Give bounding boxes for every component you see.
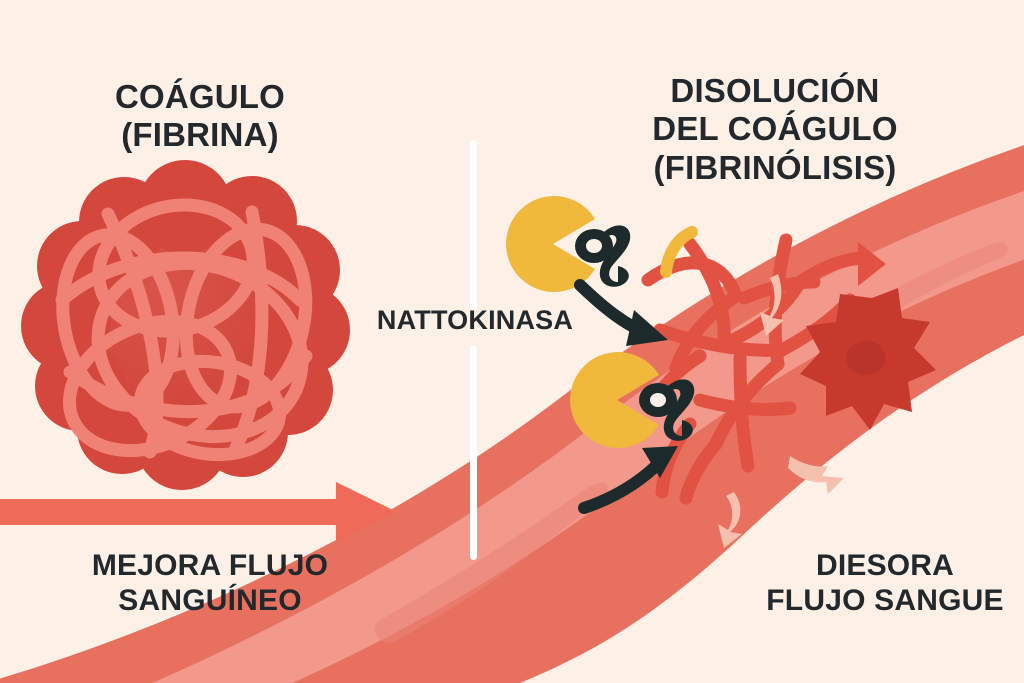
fibrin-fragment-glyph-2 bbox=[639, 379, 695, 441]
vessel-outer-band bbox=[0, 145, 1024, 683]
section-divider bbox=[470, 140, 477, 560]
fragment-dispersal-arrows bbox=[718, 274, 844, 548]
benefit-label-right: DIESORA FLUJO SANGUE bbox=[766, 549, 1004, 617]
action-arrow-2 bbox=[578, 446, 678, 514]
fibrin-fragment-glyph-1 bbox=[575, 225, 631, 287]
action-arrow-1 bbox=[574, 279, 668, 346]
enzyme-nattokinase-2 bbox=[570, 352, 659, 449]
severed-fragment bbox=[660, 226, 698, 278]
page-title-clot: COÁGULO (FIBRINA) bbox=[114, 78, 286, 154]
mesh-exit-arrow bbox=[793, 242, 886, 289]
fibrin-strands bbox=[55, 198, 313, 462]
enzyme-name-label: NATTOKINASA bbox=[376, 305, 574, 335]
vessel-wall bbox=[0, 170, 1024, 683]
fibrin-clot bbox=[21, 160, 350, 490]
page-title-dissolution: DISOLUCIÓN DEL COÁGULO (FIBRINÓLISIS) bbox=[652, 72, 898, 186]
benefit-label-left: MEJORA FLUJO SANGUÍNEO bbox=[91, 549, 329, 617]
enzyme-nattokinase-1 bbox=[506, 196, 595, 292]
residual-clot bbox=[800, 288, 936, 430]
flow-arrow bbox=[0, 482, 397, 542]
vessel-highlight bbox=[374, 482, 609, 643]
